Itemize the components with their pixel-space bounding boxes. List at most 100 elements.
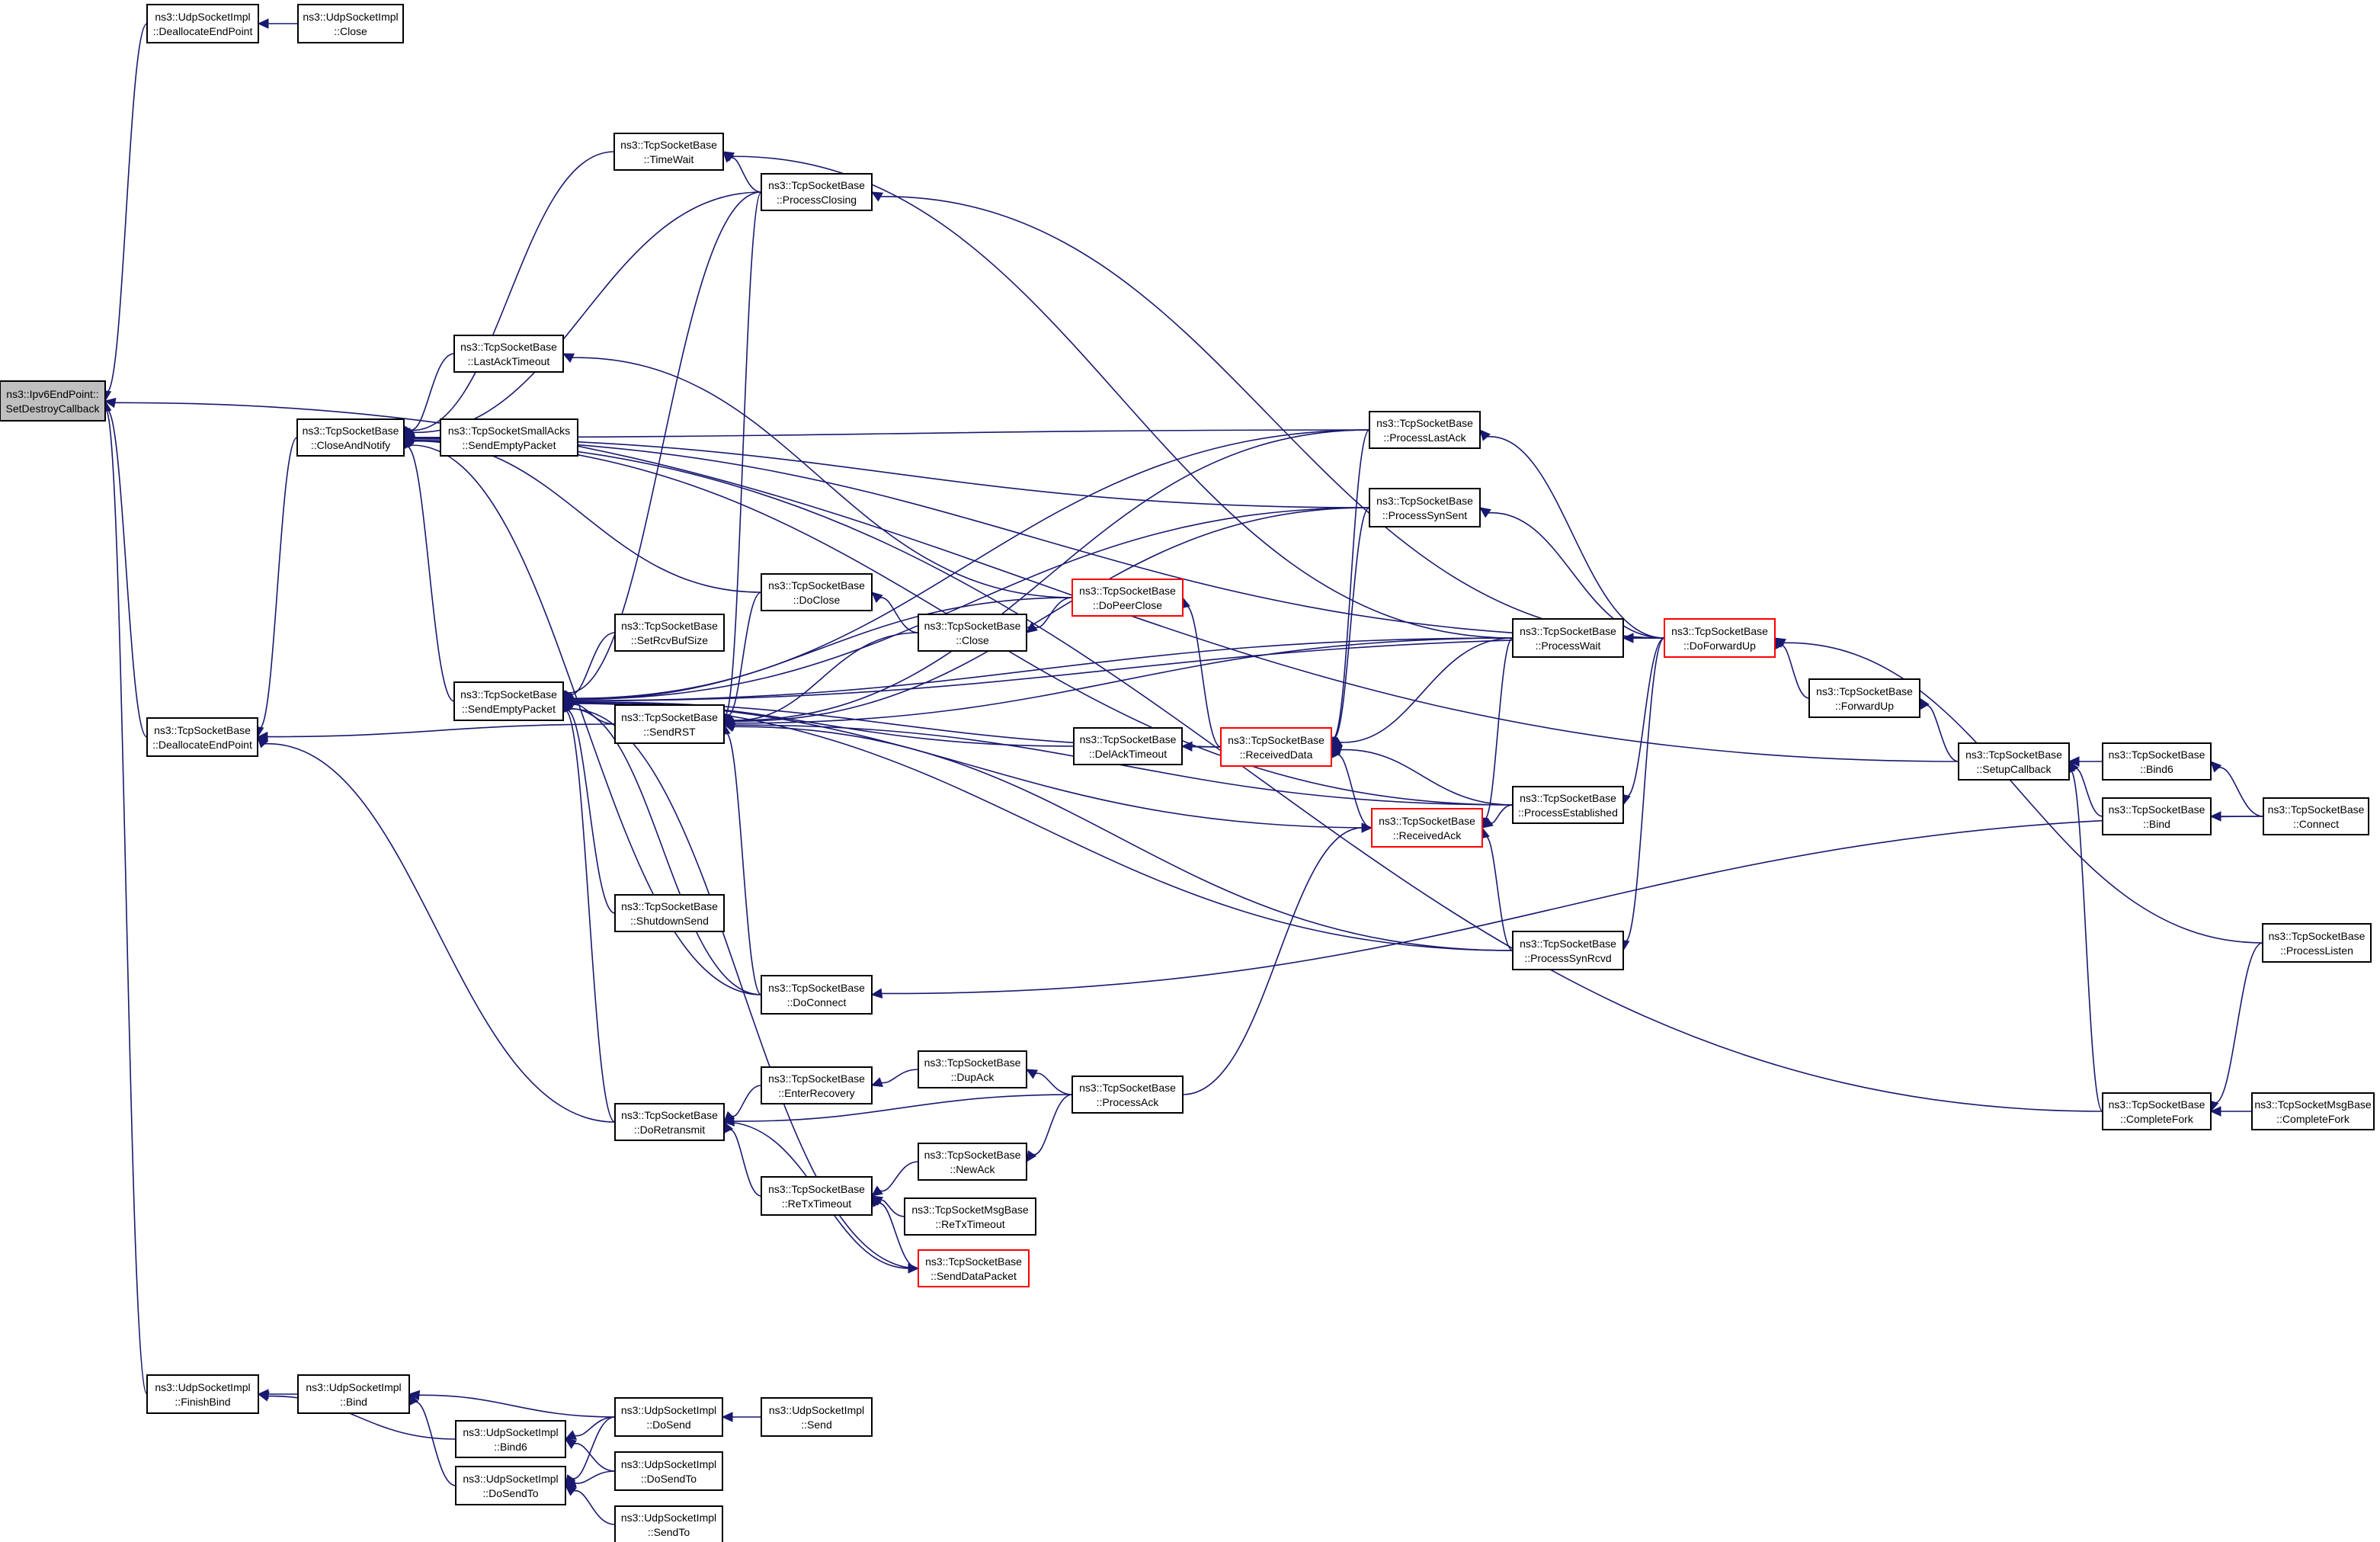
edge-line xyxy=(1487,512,1665,639)
edge-line xyxy=(105,23,148,393)
node-tcp-enterrecovery[interactable]: ns3::TcpSocketBase::EnterRecovery xyxy=(761,1066,873,1104)
node-tcp-processsynrcvd[interactable]: ns3::TcpSocketBase::ProcessSynRcvd xyxy=(1512,931,1624,970)
edge-line xyxy=(572,1489,616,1525)
node-tcp-connect[interactable]: ns3::TcpSocketBase::Connect xyxy=(2263,797,2369,835)
node-label-line1: ns3::TcpSocketBase xyxy=(768,1183,865,1195)
node-tcp-forwardup[interactable]: ns3::TcpSocketBase::ForwardUp xyxy=(1808,678,1920,718)
edge-line xyxy=(572,701,1075,747)
node-tcp-sendrst[interactable]: ns3::TcpSocketBase::SendRST xyxy=(614,704,725,744)
node-tcp-shutdownsend[interactable]: ns3::TcpSocketBase::ShutdownSend xyxy=(614,894,725,932)
node-box xyxy=(918,1050,1027,1088)
node-tcp-receivedack[interactable]: ns3::TcpSocketBase::ReceivedAck xyxy=(1371,808,1483,848)
node-label-line2: ::LastAckTimeout xyxy=(468,355,550,367)
node-udp-send[interactable]: ns3::UdpSocketImpl::Send xyxy=(761,1397,873,1437)
node-udp-bind[interactable]: ns3::UdpSocketImpl::Bind xyxy=(297,1374,410,1414)
node-box xyxy=(0,380,106,422)
edge-arrowhead xyxy=(1479,507,1491,518)
node-tcp-senddatapacket[interactable]: ns3::TcpSocketBase::SendDataPacket xyxy=(918,1249,1030,1287)
edge-tcp-processsynsent-to-tcp-receiveddata xyxy=(1328,507,1370,749)
node-tcp-receiveddata[interactable]: ns3::TcpSocketBase::ReceivedData xyxy=(1220,727,1332,767)
edge-tcp-processwait-to-tcp-receivedack xyxy=(1478,637,1514,829)
node-tcp-processsynsent[interactable]: ns3::TcpSocketBase::ProcessSynSent xyxy=(1369,488,1481,527)
node-tcp-sendempty[interactable]: ns3::TcpSocketBase::SendEmptyPacket xyxy=(453,681,564,721)
node-tcp-close[interactable]: ns3::TcpSocketBase::Close xyxy=(918,614,1027,652)
edge-tcp-processsynrcvd-to-tcp-sendrst xyxy=(722,722,1514,951)
node-udp-dosend[interactable]: ns3::UdpSocketImpl::DoSend xyxy=(614,1397,723,1437)
node-tcp-lastacktimeout[interactable]: ns3::TcpSocketBase::LastAckTimeout xyxy=(453,335,564,373)
edge-line xyxy=(726,591,762,717)
node-label-line1: ns3::TcpSocketBase xyxy=(460,688,557,700)
edge-tcp-processclosing-to-tcp-closenotify xyxy=(403,191,762,438)
edge-arrowhead xyxy=(565,1485,577,1496)
node-udp-finishbind[interactable]: ns3::UdpSocketImpl::FinishBind xyxy=(146,1374,259,1414)
node-box xyxy=(2102,797,2212,835)
node-label-line2: ::Connect xyxy=(2293,818,2339,830)
edge-arrowhead xyxy=(870,988,883,999)
node-tcpmsg-retxtimeout[interactable]: ns3::TcpSocketMsgBase::ReTxTimeout xyxy=(904,1197,1036,1236)
node-udp-bind6[interactable]: ns3::UdpSocketImpl::Bind6 xyxy=(455,1420,566,1458)
node-tcp-closenotify[interactable]: ns3::TcpSocketBase::CloseAndNotify xyxy=(296,418,405,457)
edge-tcpmsg-completefork-to-tcp-completefork xyxy=(2209,1106,2252,1117)
node-tcp-completefork[interactable]: ns3::TcpSocketBase::CompleteFork xyxy=(2102,1092,2212,1130)
edge-tcp-newack-to-tcp-retxtimeout xyxy=(871,1161,919,1197)
node-setdestroy[interactable]: ns3::Ipv6EndPoint::SetDestroyCallback xyxy=(0,380,106,422)
edge-udp-dosendto2-to-udp-bind6 xyxy=(564,1438,616,1472)
node-tcp-processlisten[interactable]: ns3::TcpSocketBase::ProcessListen xyxy=(2262,923,2372,963)
node-label-line1: ns3::TcpSocketBase xyxy=(620,139,717,151)
node-tcp-doretransmit[interactable]: ns3::TcpSocketBase::DoRetransmit xyxy=(614,1103,725,1141)
node-label-line1: ns3::UdpSocketImpl xyxy=(155,1381,250,1393)
node-tcp-newack[interactable]: ns3::TcpSocketBase::NewAck xyxy=(918,1143,1027,1181)
node-tcp-bind[interactable]: ns3::TcpSocketBase::Bind xyxy=(2102,797,2212,835)
node-tcp-processclosing[interactable]: ns3::TcpSocketBase::ProcessClosing xyxy=(761,173,873,211)
node-udp-dosendto[interactable]: ns3::UdpSocketImpl::DoSendTo xyxy=(455,1466,566,1505)
node-label-line2: ::CompleteFork xyxy=(2276,1113,2350,1125)
edge-line xyxy=(1034,1072,1073,1095)
node-label-line2: ::DeallocateEndPoint xyxy=(153,25,253,37)
edge-tcp-setrcvbuf-to-tcp-sendempty xyxy=(562,632,616,702)
node-udp-dealloc[interactable]: ns3::UdpSocketImpl::DeallocateEndPoint xyxy=(146,4,259,43)
node-label-line1: ns3::TcpSocketBase xyxy=(1079,585,1176,597)
edge-arrowhead xyxy=(1330,745,1343,755)
node-udp-dosendto2[interactable]: ns3::UdpSocketImpl::DoSendTo xyxy=(614,1451,723,1491)
node-box xyxy=(918,614,1027,652)
edge-arrowhead xyxy=(257,1391,270,1402)
node-tcp-dopeerclose[interactable]: ns3::TcpSocketBase::DoPeerClose xyxy=(1071,579,1184,617)
node-tcp-processestablished[interactable]: ns3::TcpSocketBase::ProcessEstablished xyxy=(1512,786,1624,824)
node-tcp-processwait[interactable]: ns3::TcpSocketBase::ProcessWait xyxy=(1512,618,1624,658)
edge-tcp-connect-to-tcp-doconnect xyxy=(870,816,2264,999)
edge-line xyxy=(1033,597,1073,629)
edge-line xyxy=(878,597,919,633)
node-box xyxy=(1369,488,1481,527)
node-box xyxy=(2263,797,2369,835)
node-tcp-doclose[interactable]: ns3::TcpSocketBase::DoClose xyxy=(761,573,873,611)
node-tcp-setupcallback[interactable]: ns3::TcpSocketBase::SetupCallback xyxy=(1958,742,2070,781)
node-tcp-dupack[interactable]: ns3::TcpSocketBase::DupAck xyxy=(918,1050,1027,1088)
node-tcp-small-sendempty[interactable]: ns3::TcpSocketSmallAcks::SendEmptyPacket xyxy=(440,418,578,457)
node-tcp-doconnect[interactable]: ns3::TcpSocketBase::DoConnect xyxy=(761,975,873,1015)
node-tcp-timewait[interactable]: ns3::TcpSocketBase::TimeWait xyxy=(613,133,724,171)
node-tcp-doforwardup[interactable]: ns3::TcpSocketBase::DoForwardUp xyxy=(1664,618,1776,658)
node-tcp-dealloc[interactable]: ns3::TcpSocketBase::DeallocateEndPoint xyxy=(146,717,258,757)
node-label-line1: ns3::TcpSocketBase xyxy=(1965,749,2062,761)
node-tcp-processack[interactable]: ns3::TcpSocketBase::ProcessAck xyxy=(1071,1076,1184,1114)
node-label-line2: ::ProcessSynRcvd xyxy=(1524,952,1611,964)
edge-arrowhead xyxy=(1025,1069,1039,1079)
node-box xyxy=(146,4,259,43)
node-tcp-retxtimeout[interactable]: ns3::TcpSocketBase::ReTxTimeout xyxy=(761,1176,873,1216)
node-label-line2: ::DoClose xyxy=(793,594,841,606)
node-label-line2: ::ReceivedData xyxy=(1240,749,1313,761)
node-tcpmsg-completefork[interactable]: ns3::TcpSocketMsgBase::CompleteFork xyxy=(2251,1092,2375,1130)
node-tcp-bind6[interactable]: ns3::TcpSocketBase::Bind6 xyxy=(2102,742,2212,781)
edge-line xyxy=(724,191,762,716)
node-udp-close[interactable]: ns3::UdpSocketImpl::Close xyxy=(297,4,404,43)
node-box xyxy=(1512,931,1624,970)
node-label-line2: ::DoSend xyxy=(646,1419,690,1431)
node-label-line2: ::SendDataPacket xyxy=(931,1270,1017,1282)
node-box xyxy=(453,681,564,721)
node-box xyxy=(1220,727,1332,767)
node-tcp-processlastack[interactable]: ns3::TcpSocketBase::ProcessLastAck xyxy=(1369,411,1481,449)
node-tcp-delacktimeout[interactable]: ns3::TcpSocketBase::DelAckTimeout xyxy=(1073,727,1183,765)
node-udp-sendto[interactable]: ns3::UdpSocketImpl::SendTo xyxy=(614,1505,723,1542)
edge-line xyxy=(572,637,1665,702)
node-tcp-setrcvbuf[interactable]: ns3::TcpSocketBase::SetRcvBufSize xyxy=(614,614,725,652)
